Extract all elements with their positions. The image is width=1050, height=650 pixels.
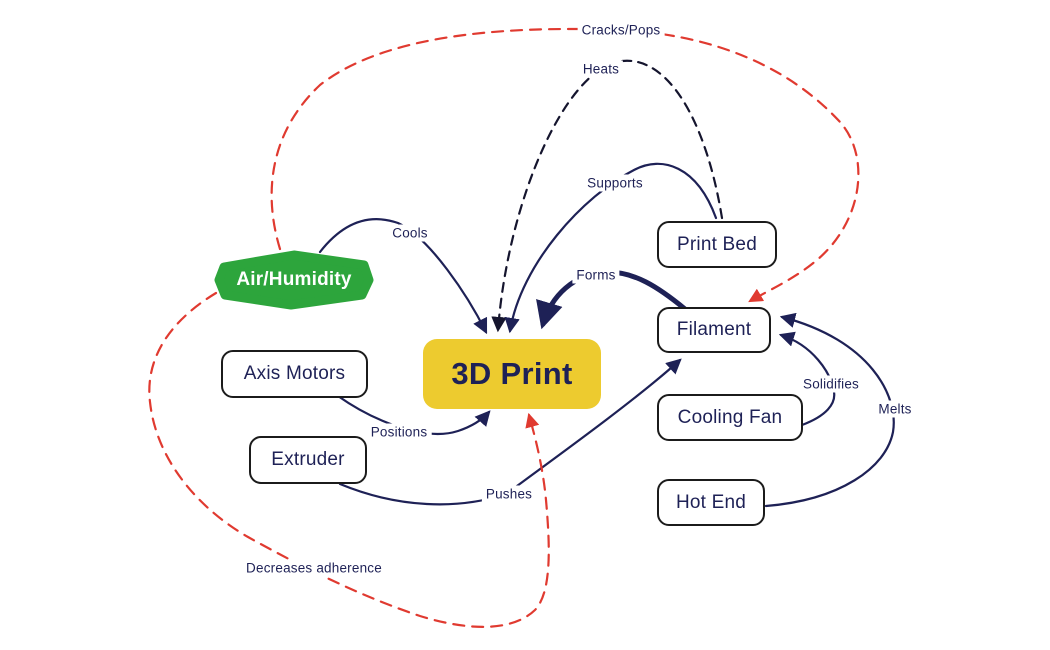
node-label-axis-motors: Axis Motors — [243, 363, 346, 384]
node-hot-end[interactable]: Hot End — [657, 479, 765, 526]
edge-label-pushes[interactable]: Pushes — [481, 485, 537, 503]
edge-label-melts[interactable]: Melts — [874, 400, 916, 418]
node-extruder[interactable]: Extruder — [249, 436, 367, 484]
edge-positions — [336, 394, 491, 435]
node-label-3d-print: 3D Print — [451, 356, 573, 391]
edge-supports — [504, 162, 718, 334]
edge-label-positions[interactable]: Positions — [366, 423, 432, 441]
node-label-print-bed: Print Bed — [677, 233, 757, 255]
edge-label-cools[interactable]: Cools — [388, 224, 432, 242]
edge-heats — [491, 59, 724, 333]
node-3d-print[interactable]: 3D Print — [423, 339, 601, 409]
node-air-humidity[interactable]: Air/Humidity — [214, 249, 374, 311]
node-filament[interactable]: Filament — [657, 307, 771, 353]
edge-label-heats[interactable]: Heats — [578, 60, 624, 78]
node-label-air-humidity: Air/Humidity — [236, 269, 352, 290]
node-label-hot-end: Hot End — [675, 491, 747, 513]
edge-melts — [764, 312, 895, 508]
edge-label-cracks-pops[interactable]: Cracks/Pops — [577, 21, 665, 39]
edge-decreases-adherence — [148, 291, 550, 628]
edge-label-forms[interactable]: Forms — [572, 266, 620, 284]
node-label-cooling-fan: Cooling Fan — [677, 406, 783, 428]
hexagon-shape — [214, 250, 374, 310]
edge-label-solidifies[interactable]: Solidifies — [798, 375, 864, 393]
edge-cracks-pops — [270, 27, 860, 303]
edge-label-decreases-adherence[interactable]: Decreases adherence — [242, 559, 386, 577]
node-print-bed[interactable]: Print Bed — [657, 221, 777, 268]
node-label-filament: Filament — [676, 319, 752, 340]
edge-label-supports[interactable]: Supports — [583, 174, 647, 192]
node-axis-motors[interactable]: Axis Motors — [221, 350, 368, 398]
node-label-extruder: Extruder — [271, 449, 345, 470]
node-cooling-fan[interactable]: Cooling Fan — [657, 394, 803, 441]
